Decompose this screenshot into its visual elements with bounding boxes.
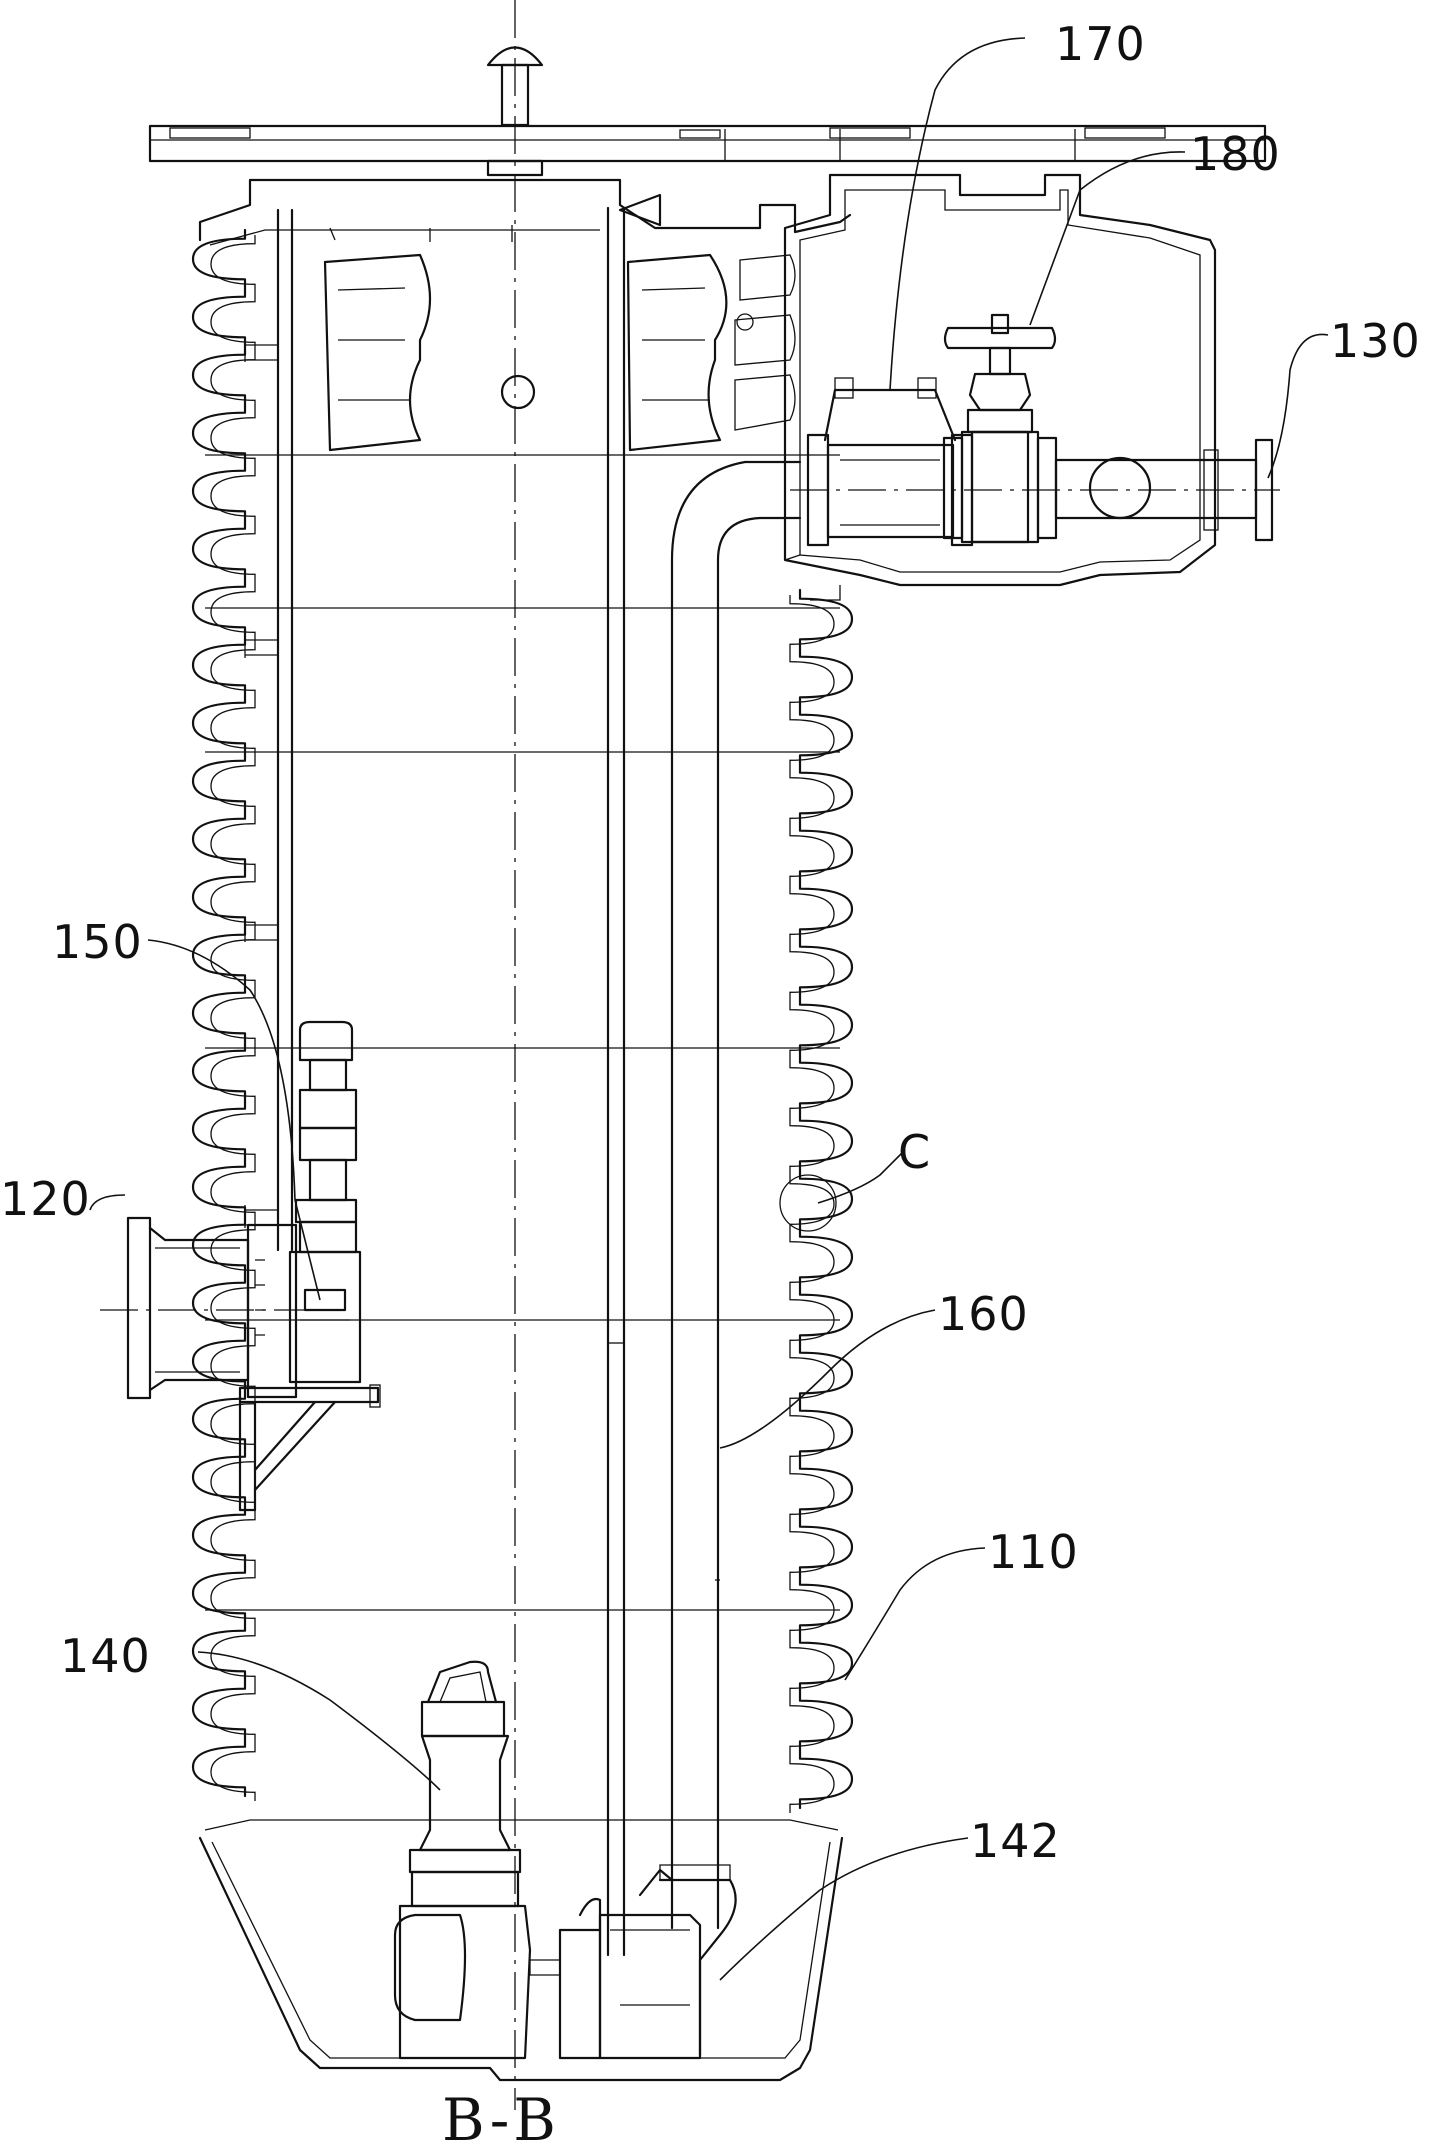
corrugated-well-body — [191, 178, 854, 2082]
label-c: C — [898, 1125, 931, 1179]
section-title: B-B — [442, 2086, 560, 2150]
label-142: 142 — [970, 1814, 1061, 1868]
top-cover-plate — [148, 124, 1267, 163]
label-170: 170 — [1055, 17, 1146, 71]
label-130: 130 — [1330, 314, 1421, 368]
pump-coupling — [558, 1868, 702, 2060]
submersible-pump — [393, 1660, 561, 2060]
label-110: 110 — [988, 1525, 1079, 1579]
label-150: 150 — [52, 915, 143, 969]
guide-rails — [244, 193, 662, 1957]
leader-lines — [89, 37, 1329, 1981]
gate-valve — [942, 313, 1058, 544]
valve-chamber — [783, 173, 1217, 601]
discharge-pipe — [658, 460, 802, 2057]
label-120: 120 — [0, 1172, 91, 1226]
upper-chamber — [323, 225, 796, 452]
callout-labels: 170 180 130 150 120 C 160 110 140 142 — [0, 17, 1421, 1868]
support-bracket — [238, 1384, 381, 1512]
label-160: 160 — [938, 1287, 1029, 1341]
lifting-unit — [288, 1020, 362, 1384]
check-valve — [806, 377, 974, 547]
detail-c-circle — [779, 1174, 837, 1232]
label-140: 140 — [60, 1629, 151, 1683]
label-180: 180 — [1190, 127, 1281, 181]
